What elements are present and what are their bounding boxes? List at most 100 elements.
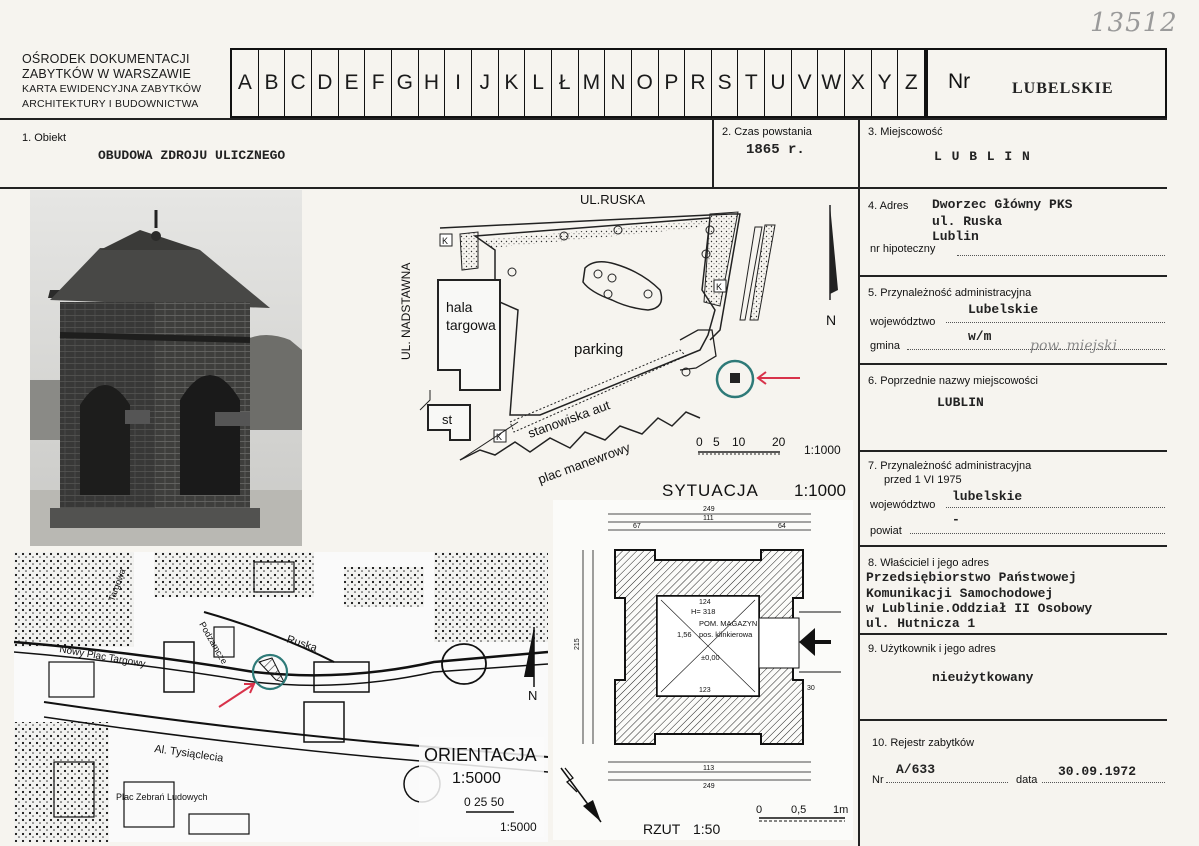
institution-header: OŚRODEK DOKUMENTACJI ZABYTKÓW W WARSZAWI…: [22, 52, 201, 112]
field10-data-value: 30.09.1972: [1058, 764, 1137, 779]
pointer-arrow: [218, 683, 255, 708]
orientation-scale: 1:5000: [452, 770, 501, 787]
alphabet-letter: K: [499, 50, 526, 116]
orientation-scale-ticks: 0 25 50: [464, 795, 504, 809]
plan-scale-tick: 1m: [833, 804, 848, 816]
alphabet-letter: E: [339, 50, 366, 116]
alphabet-letter: S: [712, 50, 739, 116]
alphabet-letter: I: [445, 50, 472, 116]
dotted-line: [886, 782, 1008, 783]
divider: [860, 719, 1167, 721]
building-photo: [30, 190, 302, 546]
field6-label: 6. Poprzednie nazwy miejscowości: [868, 375, 1038, 387]
plan-scale-bar: 0 0,5 1m: [756, 804, 848, 822]
plan-height: H= 318: [691, 607, 715, 616]
field8-line4: ul. Hutnicza 1: [866, 616, 976, 631]
field7-powiat-label: powiat: [870, 525, 902, 537]
field4-hipo-label: nr hipoteczny: [870, 243, 936, 255]
field5-gmina-label: gmina: [870, 340, 900, 352]
plan-room-line1: POM. MAGAZYN: [699, 619, 757, 628]
alphabet-letter: G: [392, 50, 419, 116]
street-name: Nowy Plac Targowy: [58, 644, 146, 670]
plan-room-line2: pos. klinkierowa: [699, 630, 753, 639]
alphabet-letter: X: [845, 50, 872, 116]
zigzag-edge: [459, 411, 701, 461]
object-highlight-circle: [715, 359, 755, 399]
north-label: N: [826, 312, 836, 328]
field5-woj-value: Lubelskie: [968, 302, 1039, 317]
divider: [860, 363, 1167, 365]
plan-area: 1,56: [677, 630, 692, 639]
street-name: Ruska: [285, 633, 319, 654]
dim-right: 30: [807, 685, 815, 692]
field4-label: 4. Adres: [868, 200, 909, 212]
object-highlight-circle: [251, 653, 289, 691]
dim-bottom-mid: 113: [703, 765, 714, 772]
field1-label: 1. Obiekt: [22, 132, 67, 144]
scale-tick: 20: [772, 435, 786, 449]
dim-top-total: 249: [703, 506, 715, 513]
field8-line3: w Lublinie.Oddział II Osobowy: [866, 601, 1093, 616]
dim-top-left: 67: [633, 523, 641, 530]
scale-tick: 0: [696, 435, 703, 449]
scale-bar: 0 5 10 20 1:1000: [696, 435, 841, 457]
field10-nr-label: Nr: [872, 774, 884, 786]
dotted-line: [957, 255, 1165, 256]
alphabet-letter: T: [738, 50, 766, 116]
field7-woj-label: województwo: [870, 499, 936, 511]
field4-line3: Lublin: [932, 229, 979, 244]
divider: [860, 545, 1167, 547]
institution-line2: ZABYTKÓW W WARSZAWIE: [22, 67, 192, 81]
north-arrow: [524, 627, 534, 677]
divider: [0, 118, 1167, 120]
field4-line1: Dworzec Główny PKS: [932, 197, 1073, 212]
alphabet-letter: A: [232, 50, 259, 116]
divider: [712, 118, 714, 188]
divider: [860, 633, 1167, 635]
field5-woj-label: województwo: [870, 316, 936, 328]
photo-drawing: [30, 190, 302, 546]
k-label: K: [496, 432, 502, 442]
alphabet-letter: V: [792, 50, 819, 116]
field9-label: 9. Użytkownik i jego adres: [868, 643, 996, 655]
scale-label: 1:1000: [804, 443, 841, 457]
corner-number: 13512: [1090, 8, 1178, 38]
street-name: Al. Tysiąclecia: [154, 743, 225, 765]
field6-value: LUBLIN: [937, 395, 984, 410]
orientation-title: ORIENTACJA: [424, 745, 537, 765]
alphabet-letter: R: [685, 50, 712, 116]
field3-value: L U B L I N: [934, 149, 1031, 164]
alphabet-letter: B: [259, 50, 286, 116]
street-left-label: UL. NADSTAWNA: [399, 263, 413, 360]
dotted-line: [946, 322, 1165, 323]
situation-plan: hala targowa st parking K K K UL.RUSKA U…: [399, 192, 846, 500]
situation-title: SYTUACJA: [662, 481, 759, 500]
alphabet-letter: Y: [872, 50, 899, 116]
parking-label: parking: [574, 341, 623, 358]
dimension-lines: [582, 513, 811, 781]
alphabet-letter: H: [419, 50, 446, 116]
street-top-label: UL.RUSKA: [580, 192, 645, 207]
field7-powiat-value: -: [952, 512, 960, 527]
field10-nr-value: A/633: [896, 762, 936, 777]
field7-label2: przed 1 VI 1975: [884, 474, 962, 486]
dotted-line: [1042, 782, 1165, 783]
situation-title-scale: 1:1000: [794, 481, 846, 500]
dim-bottom-total: 249: [703, 783, 715, 790]
plan-scale-tick: 0: [756, 804, 762, 816]
divider: [860, 275, 1167, 277]
field10-data-label: data: [1016, 774, 1038, 786]
alphabet-letter: N: [605, 50, 632, 116]
field7-label: 7. Przynależność administracyjna: [868, 460, 1032, 472]
institution-line1: OŚRODEK DOKUMENTACJI: [22, 52, 190, 66]
plan-level: ±0,00: [701, 653, 720, 662]
alphabet-letter: D: [312, 50, 339, 116]
field5-label: 5. Przynależność administracyjna: [868, 287, 1032, 299]
hall-line1: hala: [446, 299, 473, 315]
plac-label: plac manewrowy: [536, 439, 633, 486]
hall-line2: targowa: [446, 317, 496, 333]
scale-tick: 10: [732, 435, 746, 449]
field2-value: 1865 r.: [746, 142, 805, 158]
alphabet-letter: M: [579, 50, 606, 116]
